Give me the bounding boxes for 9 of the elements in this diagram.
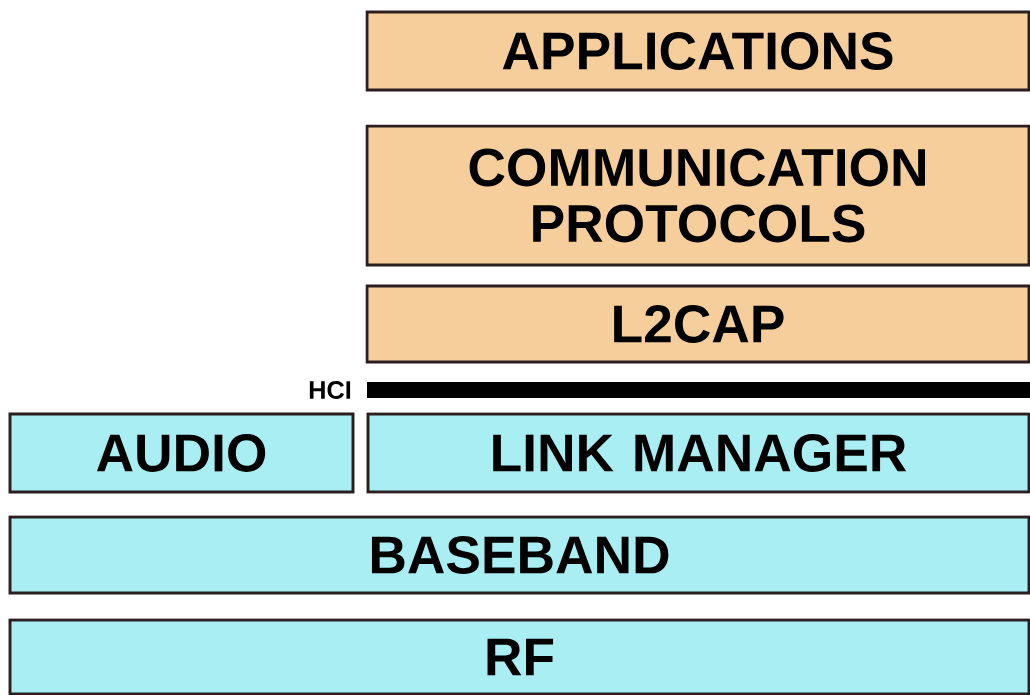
layer-box: AUDIO (8, 412, 355, 494)
layer-box: RF (8, 618, 1030, 695)
layer-box: L2CAP (365, 284, 1030, 364)
interface-label: HCI (309, 381, 351, 399)
layer-box: COMMUNICATION PROTOCOLS (365, 124, 1030, 267)
layer-box: BASEBAND (8, 515, 1030, 595)
layer-box: LINK MANAGER (366, 412, 1030, 494)
interface-bar (367, 382, 1030, 398)
layer-box: APPLICATIONS (365, 10, 1030, 92)
